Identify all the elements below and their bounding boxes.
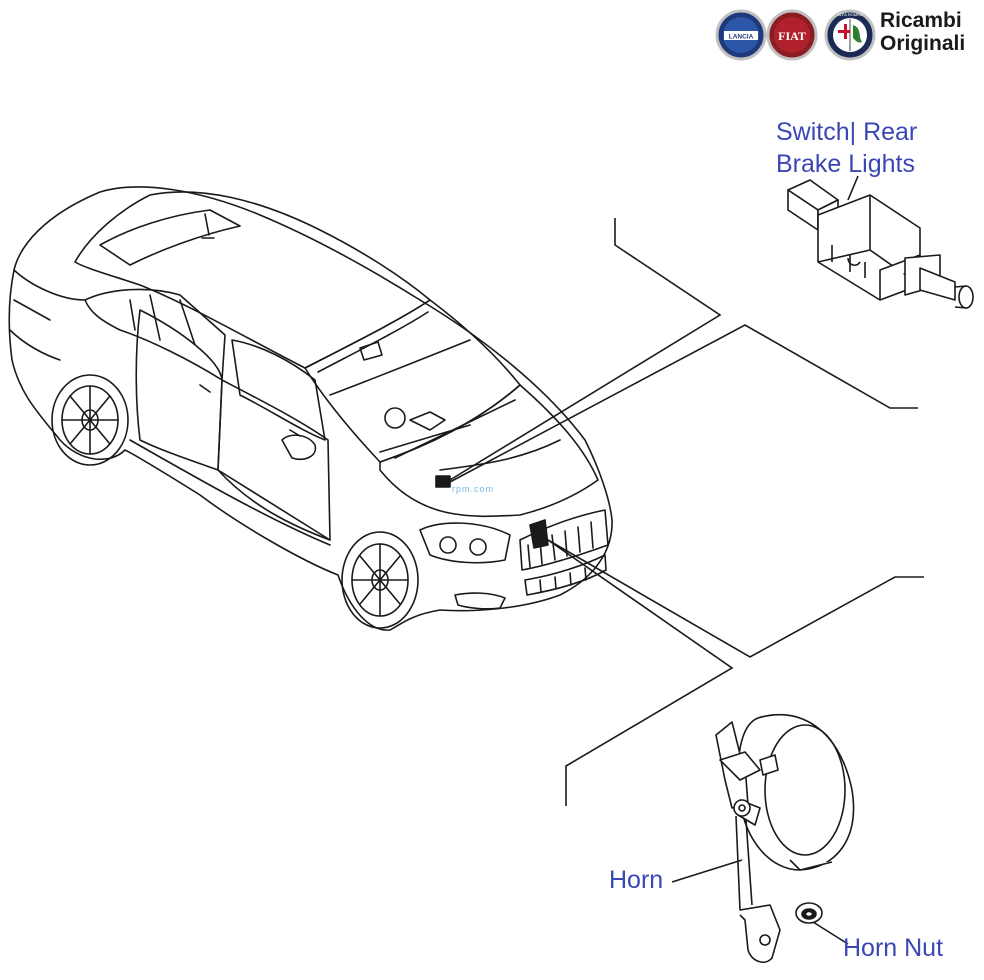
horn-nut-label: Horn Nut	[843, 934, 944, 962]
switch-label-pointer	[847, 175, 859, 201]
brand-line-2: Originali	[880, 32, 966, 55]
brand-line-1: Ricambi	[880, 9, 962, 32]
brake-light-switch-part	[787, 179, 974, 309]
car-illustration	[8, 186, 613, 631]
fiat-badge-icon: FIAT	[766, 9, 818, 61]
switch-rear-brake-lights-label-line-1: Switch| Rear	[776, 118, 918, 146]
horn-label-pointer	[671, 859, 743, 883]
horn-nut-label-pointer	[812, 921, 849, 945]
alfa-romeo-badge-text: ALFA ROMEO	[837, 12, 863, 17]
lancia-badge-text: LANCIA	[729, 34, 754, 41]
lancia-badge-icon: LANCIA	[715, 9, 767, 61]
leader-lines	[449, 218, 924, 806]
switch-rear-brake-lights-label-line-2: Brake Lights	[776, 150, 915, 178]
alfa-romeo-badge-icon: ALFA ROMEO	[824, 9, 876, 61]
watermark-text: rpm.com	[452, 484, 495, 494]
horn-part	[715, 713, 855, 963]
brand-wordmark: Ricambi Originali	[880, 9, 965, 55]
horn-label: Horn	[609, 866, 664, 894]
horn-nut-part	[795, 902, 823, 924]
fiat-badge-text: FIAT	[778, 29, 806, 43]
